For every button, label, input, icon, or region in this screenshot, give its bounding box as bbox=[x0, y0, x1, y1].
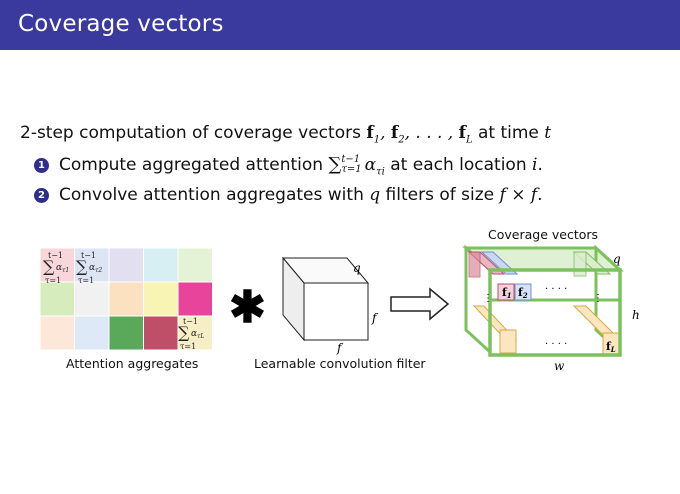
intro-prefix: 2-step computation of coverage vectors bbox=[20, 123, 367, 143]
step-2-end: . bbox=[537, 185, 543, 205]
grid-cell bbox=[74, 281, 110, 317]
cell1-sum-upper: t−1 bbox=[48, 251, 63, 260]
step-1-text-b: at each location bbox=[384, 155, 532, 175]
cell1-alpha: ατ1 bbox=[56, 263, 69, 274]
step-1-alpha-sub: τi bbox=[376, 166, 385, 178]
arrow-icon bbox=[390, 287, 450, 321]
filter-cube bbox=[281, 256, 370, 342]
intro-sub1: 1 bbox=[373, 134, 381, 146]
grid-cell bbox=[39, 315, 75, 351]
grid-cell bbox=[39, 281, 75, 317]
step-1-sum-lower: τ=1 bbox=[341, 164, 362, 175]
step-1-sum-upper: t−1 bbox=[341, 154, 361, 165]
grid-caption: Attention aggregates bbox=[66, 356, 199, 371]
step-2-f2: f bbox=[530, 185, 538, 205]
step-1-end: . bbox=[537, 155, 543, 175]
step-1-var: i bbox=[532, 155, 538, 175]
output-title: Coverage vectors bbox=[488, 227, 599, 242]
dots-bottom: · · · · bbox=[545, 339, 567, 350]
step-2-text-a: Convolve attention aggregates with bbox=[59, 185, 370, 205]
step-1-number: 1 bbox=[34, 158, 49, 173]
grid-cell bbox=[74, 315, 110, 351]
out-w-label: w bbox=[554, 359, 565, 373]
filter-f-bottom-label: f bbox=[336, 341, 344, 355]
grid-cell bbox=[143, 281, 179, 317]
filter-f-side-label: f bbox=[371, 311, 379, 325]
intro-dots: , . . . , bbox=[404, 123, 459, 143]
convolution-symbol-icon: ✱ bbox=[229, 282, 266, 333]
dots-top: · · · · bbox=[545, 284, 567, 295]
intro-sub2: 2 bbox=[398, 134, 405, 146]
cell2-alpha: ατ2 bbox=[89, 263, 102, 274]
fL-label: fL bbox=[606, 340, 616, 354]
intro-f2: f bbox=[390, 123, 399, 143]
dots-left: ⋮ bbox=[483, 293, 493, 304]
sum-icon: ∑ bbox=[328, 154, 342, 175]
f2-label: f2 bbox=[518, 286, 528, 300]
out-h-label: h bbox=[632, 308, 640, 322]
step-2-f1: f bbox=[499, 185, 506, 205]
grid-cell bbox=[143, 247, 179, 283]
step-2: 2 Convolve attention aggregates with q fi… bbox=[34, 185, 543, 205]
grid-cell bbox=[39, 247, 75, 283]
cell-sums: t−1 ∑ ατ1 τ=1 t−1 ∑ ατ2 τ=1 t−1 ∑ ατL τ=… bbox=[43, 251, 204, 351]
slide-title: Coverage vectors bbox=[18, 11, 224, 37]
intro-line: 2-step computation of coverage vectors f… bbox=[20, 123, 552, 146]
cell2-sum-icon: ∑ bbox=[76, 257, 88, 276]
intro-t: t bbox=[544, 123, 552, 143]
cellL-sum-upper: t−1 bbox=[183, 317, 198, 326]
step-2-number: 2 bbox=[34, 188, 49, 203]
grid-cell bbox=[108, 315, 144, 351]
grid-cell bbox=[177, 247, 213, 283]
intro-fL: f bbox=[458, 123, 466, 143]
cell1-sum-icon: ∑ bbox=[43, 257, 55, 276]
intro-f1: f bbox=[366, 123, 374, 143]
filter-caption: Learnable convolution filter bbox=[254, 356, 426, 371]
cellL-sum-lower: τ=1 bbox=[180, 342, 196, 351]
grid-cell bbox=[108, 281, 144, 317]
step-2-text-b: filters of size bbox=[380, 185, 500, 205]
dots-right: ⋮ bbox=[593, 293, 603, 304]
out-q-label: q bbox=[613, 252, 621, 266]
step-2-times: × bbox=[505, 185, 531, 205]
title-bar: Coverage vectors bbox=[0, 0, 680, 50]
cellL-sum-icon: ∑ bbox=[178, 323, 190, 342]
output-volume bbox=[462, 244, 624, 357]
grid-cell bbox=[177, 315, 213, 351]
f1-label: f1 bbox=[502, 286, 512, 300]
step-1-alpha: α bbox=[364, 155, 377, 175]
attention-grid bbox=[39, 247, 213, 351]
step-1-text-a: Compute aggregated attention bbox=[59, 155, 329, 175]
cell2-sum-lower: τ=1 bbox=[78, 276, 94, 285]
intro-mid: at time bbox=[472, 123, 545, 143]
output-labels: f1 f2 fL · · · · · · · · ⋮ ⋮ q h w bbox=[483, 252, 640, 373]
grid-cell bbox=[143, 315, 179, 351]
filter-q-label: q bbox=[353, 261, 361, 275]
cell1-sum-lower: τ=1 bbox=[45, 276, 61, 285]
cellL-alpha: ατL bbox=[191, 329, 204, 340]
step-2-q: q bbox=[369, 185, 381, 205]
grid-cell bbox=[108, 247, 144, 283]
grid-cell bbox=[177, 281, 213, 317]
cell2-sum-upper: t−1 bbox=[81, 251, 96, 260]
intro-subL: L bbox=[465, 134, 473, 146]
